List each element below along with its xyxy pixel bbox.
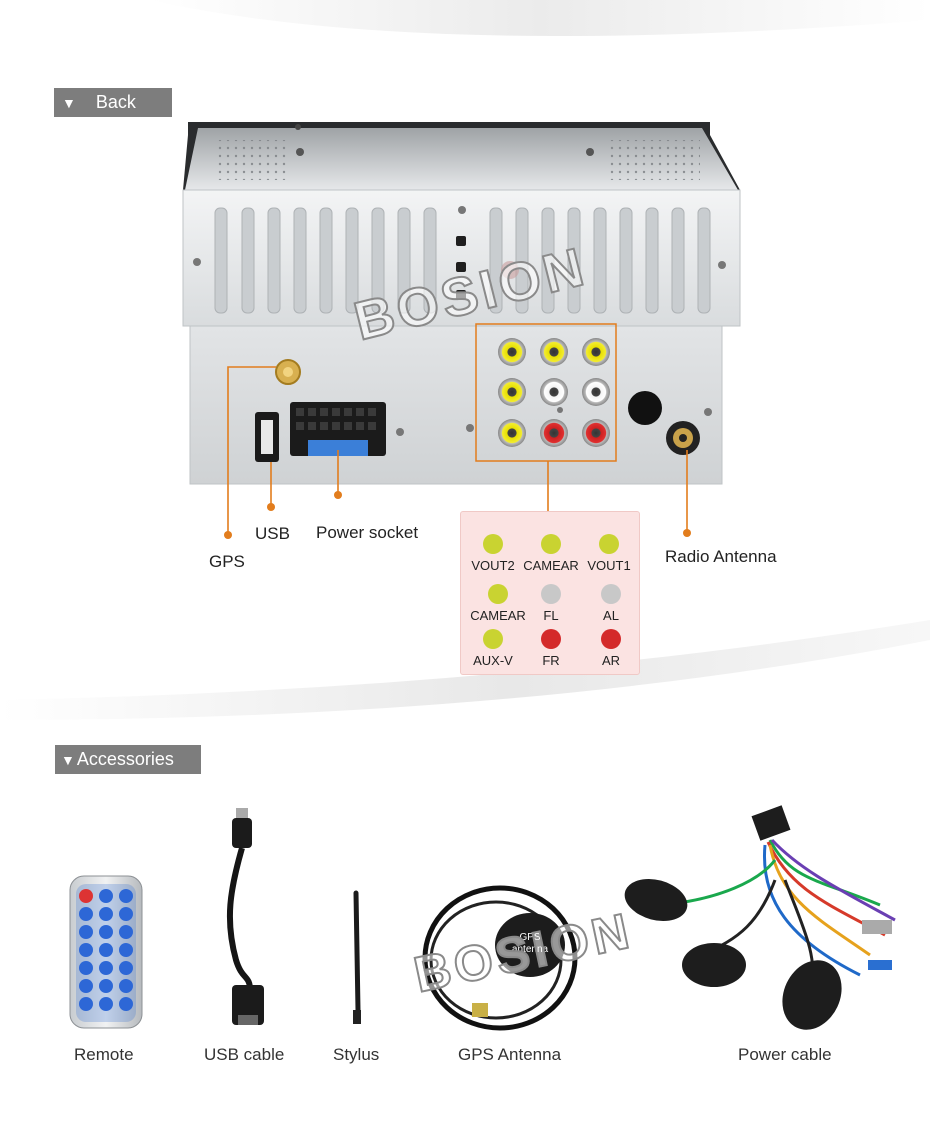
stylus-image (353, 890, 361, 1024)
gps-connector (275, 359, 301, 385)
legend-dot (541, 629, 561, 649)
back-section-title: Back (95, 92, 136, 112)
leader-lines (227, 366, 688, 535)
triangle-down-icon: ▼ (61, 751, 75, 768)
legend-dot (599, 534, 619, 554)
power-socket (290, 402, 386, 456)
gps-antenna-label: GPS Antenna (458, 1045, 562, 1064)
gps-antenna-text-line2: antenna (512, 944, 549, 955)
usb-cable-label: USB cable (204, 1045, 285, 1064)
legend-dot (488, 584, 508, 604)
legend-item: FL (521, 584, 581, 623)
back-section-tab: ▼ Back (54, 88, 172, 117)
legend-item: VOUT2 (463, 534, 523, 573)
legend-item: AUX-V (463, 629, 523, 668)
legend-item: FR (521, 629, 581, 668)
legend-item: VOUT1 (579, 534, 639, 573)
accessories-section-title: Accessories (76, 749, 174, 769)
rca-legend: VOUT2 CAMEAR VOUT1 CAMEAR FL AL AUX-V FR… (460, 511, 640, 675)
usb-cable-image (226, 808, 264, 1025)
legend-item: AL (581, 584, 641, 623)
radio-antenna-label: Radio Antenna (665, 547, 777, 566)
legend-item: CAMEAR (521, 534, 581, 573)
rca-panel (475, 323, 617, 462)
legend-dot (483, 534, 503, 554)
usb-port (255, 412, 279, 462)
gps-antenna-image: GPS antenna (422, 885, 578, 1031)
remote-label: Remote (74, 1045, 134, 1064)
stylus-label: Stylus (333, 1045, 380, 1064)
legend-dot (483, 629, 503, 649)
gps-antenna-text-line1: GPS (519, 932, 540, 943)
legend-dot (601, 629, 621, 649)
power-socket-label: Power socket (316, 523, 419, 542)
legend-dot (601, 584, 621, 604)
legend-item: CAMEAR (468, 584, 528, 623)
legend-dot (541, 584, 561, 604)
legend-dot (541, 534, 561, 554)
remote-image (69, 875, 143, 1029)
power-cable-label: Power cable (738, 1045, 832, 1064)
usb-label: USB (255, 524, 290, 543)
triangle-down-icon: ▼ (62, 94, 76, 111)
power-cable-image (624, 805, 896, 1030)
legend-item: AR (581, 629, 641, 668)
gps-label: GPS (209, 552, 245, 571)
radio-antenna-connector (628, 391, 700, 455)
accessories-section-tab: ▼ Accessories (55, 745, 201, 774)
